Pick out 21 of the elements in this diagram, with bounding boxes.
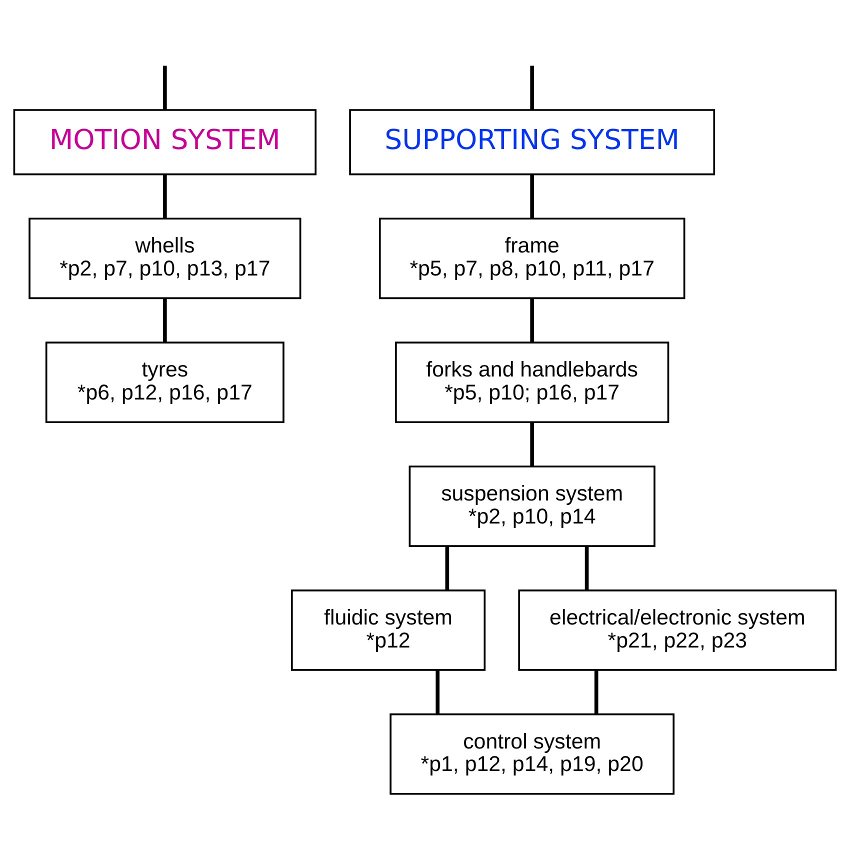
node-box: control system *p1, p12, p14, p19, p20 — [390, 712, 675, 794]
node-box: tyres *p6, p12, p16, p17 — [45, 341, 284, 423]
connector — [530, 422, 534, 466]
connector — [530, 65, 534, 110]
connector — [163, 298, 167, 342]
node-box: fluidic system *p12 — [290, 588, 486, 670]
node-box: electrical/electronic system *p21, p22, p23 — [518, 588, 837, 670]
connector — [445, 546, 450, 590]
node-box: suspension system *p2, p10, p14 — [408, 465, 656, 546]
node-box: forks and handlebards *p5, p10; p16, p17 — [395, 341, 670, 423]
node-box: frame *p5, p7, p8, p10, p11, p17 — [378, 217, 686, 299]
connector — [530, 174, 534, 218]
connector — [436, 670, 440, 714]
node-box: whells *p2, p7, p10, p13, p17 — [28, 217, 302, 299]
node-box: MOTION SYSTEM — [13, 108, 317, 175]
connector — [530, 298, 534, 342]
connector — [163, 174, 167, 218]
connector — [594, 670, 598, 714]
node-box: SUPPORTING SYSTEM — [349, 108, 716, 175]
connector — [584, 546, 589, 590]
connector — [163, 65, 167, 110]
